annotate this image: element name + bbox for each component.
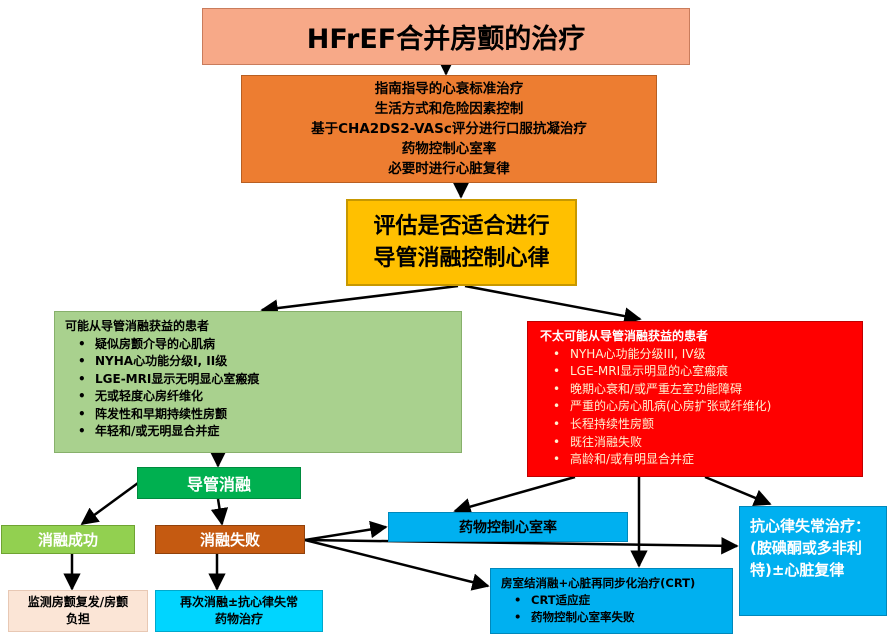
title-box: HFrEF合并房颤的治疗 (202, 8, 690, 65)
monitor-recurrence-box: 监测房颤复发/房颤 负担 (8, 590, 148, 632)
likely-benefit-list: 疑似房颤介导的心肌病 NYHA心功能分级I, II级 LGE-MRI显示无明显心… (65, 336, 451, 441)
arrow-assess-to-poor (464, 284, 642, 325)
arrow-assess-to-good (260, 284, 459, 317)
antiarrhythmic-line: (胺碘酮或多非利 (750, 539, 862, 557)
list-item: 严重的心房心肌病(心房扩张或纤维化) (553, 398, 850, 416)
list-item: LGE-MRI显示明显的心室瘢痕 (553, 363, 850, 381)
arrow-poor-to-rate (453, 475, 576, 516)
rate-control-label: 药物控制心室率 (459, 520, 557, 536)
assessment-line: 导管消融控制心律 (373, 245, 550, 271)
redo-ablation-box: 再次消融±抗心律失常 药物治疗 (155, 590, 323, 632)
arrow-ablation-to-fail (210, 498, 229, 526)
list-item: 无或轻度心房纤维化 (78, 388, 451, 406)
unlikely-benefit-heading: 不太可能从导管消融获益的患者 (540, 329, 709, 343)
catheter-ablation-label: 导管消融 (186, 475, 251, 494)
ablation-failure-label: 消融失败 (199, 531, 260, 549)
list-item: 晚期心衰和/或严重左室功能障碍 (553, 381, 850, 399)
unlikely-benefit-box: 不太可能从导管消融获益的患者 NYHA心功能分级III, IV级 LGE-MRI… (527, 321, 863, 477)
standard-line: 药物控制心室率 (401, 141, 497, 157)
list-item: LGE-MRI显示无明显心室瘢痕 (78, 371, 451, 389)
list-item: 高龄和/或有明显合并症 (553, 451, 850, 469)
assessment-line: 评估是否适合进行 (373, 213, 550, 239)
standard-line: 基于CHA2DS2-VASc评分进行口服抗凝治疗 (311, 121, 587, 137)
list-item: 年轻和/或无明显合并症 (78, 423, 451, 441)
page-title: HFrEF合并房颤的治疗 (306, 24, 586, 55)
list-item: 药物控制心室率失败 (514, 609, 722, 626)
arrow-poor-to-aad (704, 475, 772, 507)
list-item: NYHA心功能分级III, IV级 (553, 346, 850, 364)
list-item: 既往消融失败 (553, 434, 850, 452)
assessment-box: 评估是否适合进行 导管消融控制心律 (346, 199, 577, 286)
arrow-fail-to-aad (304, 537, 739, 555)
monitor-line: 监测房颤复发/房颤 (27, 595, 129, 609)
standard-line: 必要时进行心脏复律 (388, 161, 510, 177)
list-item: CRT适应症 (514, 592, 722, 609)
standard-line: 生活方式和危险因素控制 (374, 101, 524, 117)
list-item: 疑似房颤介导的心肌病 (78, 336, 451, 354)
antiarrhythmic-therapy-box: 抗心律失常治疗： (胺碘酮或多非利 特)±心脏复律 (739, 506, 887, 616)
monitor-line: 负担 (65, 612, 90, 626)
antiarrhythmic-line: 特)±心脏复律 (750, 561, 845, 579)
arrow-fail-to-avn (304, 538, 490, 591)
redo-line: 再次消融±抗心律失常 (179, 595, 299, 609)
redo-line: 药物治疗 (214, 612, 263, 626)
likely-benefit-heading: 可能从导管消融获益的患者 (65, 319, 210, 333)
antiarrhythmic-line: 抗心律失常治疗： (750, 517, 871, 535)
ablation-success-label: 消融成功 (37, 531, 98, 549)
list-item: 阵发性和早期持续性房颤 (78, 406, 451, 424)
avn-ablation-list: CRT适应症 药物控制心室率失败 (501, 592, 722, 626)
arrow-fail-to-rate (304, 520, 388, 542)
unlikely-benefit-list: NYHA心功能分级III, IV级 LGE-MRI显示明显的心室瘢痕 晚期心衰和… (540, 346, 850, 469)
standard-line: 指南指导的心衰标准治疗 (374, 81, 524, 97)
standard-therapy-box: 指南指导的心衰标准治疗 生活方式和危险因素控制 基于CHA2DS2-VASc评分… (241, 75, 657, 183)
likely-benefit-box: 可能从导管消融获益的患者 疑似房颤介导的心肌病 NYHA心功能分级I, II级 … (54, 311, 462, 453)
ablation-success-box: 消融成功 (1, 525, 135, 554)
avn-ablation-heading: 房室结消融+心脏再同步化治疗(CRT) (501, 576, 696, 590)
rate-control-box: 药物控制心室率 (388, 512, 628, 542)
list-item: 长程持续性房颤 (553, 416, 850, 434)
list-item: NYHA心功能分级I, II级 (78, 353, 451, 371)
avn-ablation-crt-box: 房室结消融+心脏再同步化治疗(CRT) CRT适应症 药物控制心室率失败 (490, 568, 733, 634)
catheter-ablation-box: 导管消融 (137, 467, 301, 499)
arrow-ablation-to-success (80, 481, 139, 526)
ablation-failure-box: 消融失败 (155, 525, 305, 554)
